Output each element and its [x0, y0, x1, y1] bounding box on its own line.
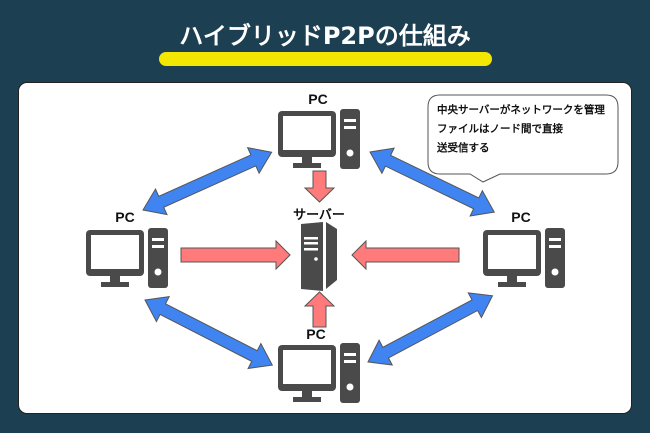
arrow-bottom-left [144, 296, 274, 370]
callout-line: 送受信する [437, 142, 490, 154]
callout-line: 中央サーバーがネットワークを管理 [437, 104, 605, 116]
callout-bubble [427, 94, 619, 183]
title-underline [159, 52, 492, 66]
pc-icon-top [278, 109, 360, 169]
pc-icon-bottom [278, 343, 360, 403]
label-server: サーバー [293, 207, 345, 222]
diagram-title: ハイブリッドP2Pの仕組み [179, 22, 471, 50]
callout-text: 中央サーバーがネットワークを管理 ファイルはノード間で直接 送受信する [437, 101, 605, 158]
callout-line: ファイルはノード間で直接 [437, 123, 563, 135]
label-bottom-pc: PC [306, 326, 326, 342]
label-top-pc: PC [308, 91, 328, 107]
arrow-top-to-server [303, 170, 336, 203]
arrow-bottom-right [367, 292, 494, 366]
pc-icon-right [483, 228, 565, 288]
arrow-left-to-server [180, 239, 291, 271]
arrow-top-left [142, 146, 273, 216]
label-right-pc: PC [511, 209, 531, 225]
pc-icon-left [86, 228, 168, 288]
server-icon [301, 222, 337, 291]
arrow-right-to-server [351, 239, 460, 271]
arrow-top-right [369, 147, 496, 217]
label-left-pc: PC [115, 209, 135, 225]
arrow-bottom-to-server [303, 291, 336, 328]
